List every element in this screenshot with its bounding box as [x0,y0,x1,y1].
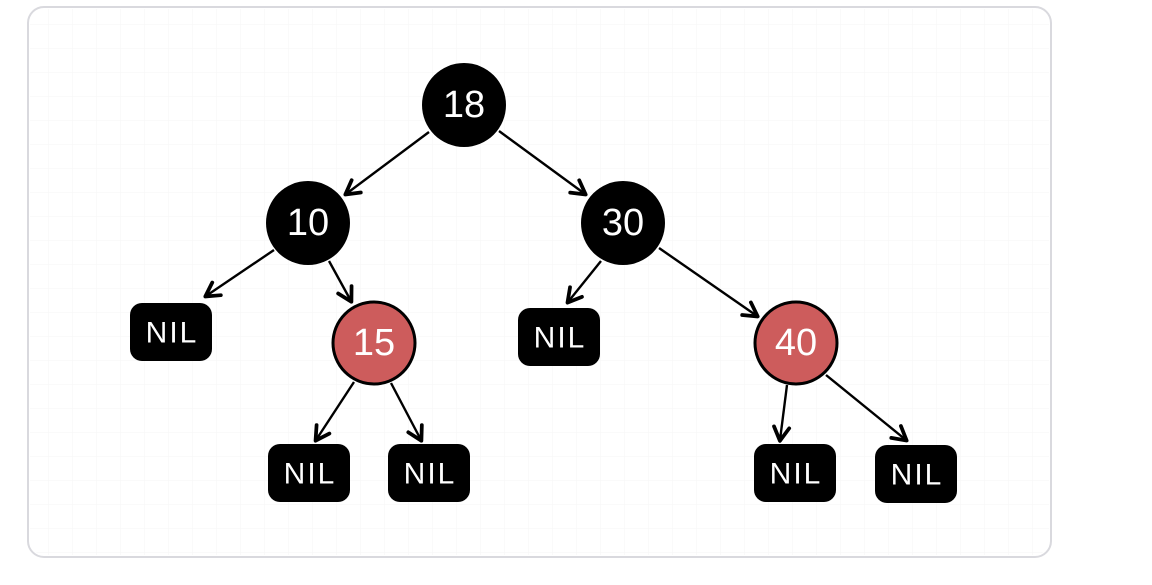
nil-leaf-2: NIL [518,308,600,366]
nil-leaf-4-label: NIL [404,458,457,491]
nil-leaf-2-box [518,308,600,366]
grid-background [30,9,1049,555]
edge-30-to-nil-left [565,260,602,305]
tree-node-40: 40 [753,300,839,386]
edge-18-to-30 [498,130,588,197]
nil-leaf-6: NIL [875,445,957,503]
nil-leaf-6-box [875,445,957,503]
node-30-circle [581,181,665,265]
nil-leaf-1-label: NIL [146,317,199,350]
edge-15-to-nil-right [389,382,424,443]
tree-edges [203,130,909,443]
edge-15-to-nil-left [313,381,356,443]
node-10-circle [266,181,350,265]
node-30-label: 30 [602,202,644,244]
node-18-circle [422,63,506,147]
nil-leaf-3-box [268,444,350,502]
nil-leaf-3-label: NIL [284,458,337,491]
node-18-label: 18 [443,84,485,126]
tree-node-10: 10 [266,181,350,265]
nil-leaf-5: NIL [754,444,836,502]
node-40-label: 40 [775,322,817,364]
edge-10-to-15 [327,260,354,304]
edge-10-to-nil-left [203,249,275,299]
nil-leaf-5-label: NIL [770,458,823,491]
nil-leaf-6-label: NIL [891,459,944,492]
edge-18-to-10 [343,131,430,197]
edge-40-to-nil-right [825,374,909,443]
node-15-circle [331,300,417,386]
edge-30-to-40 [658,247,760,319]
nil-leaf-5-box [754,444,836,502]
tree-node-18: 18 [422,63,506,147]
tree-node-15: 15 [331,300,417,386]
node-15-label: 15 [353,322,395,364]
node-10-label: 10 [287,202,329,244]
node-40-circle [753,300,839,386]
tree-node-30: 30 [581,181,665,265]
nil-leaf-1: NIL [130,303,212,361]
nil-leaf-4: NIL [388,444,470,502]
nil-leaf-2-label: NIL [534,322,587,355]
nil-leaf-1-box [130,303,212,361]
nil-leaf-3: NIL [268,444,350,502]
nil-leaf-4-box [388,444,470,502]
edge-40-to-nil-left [772,384,792,443]
